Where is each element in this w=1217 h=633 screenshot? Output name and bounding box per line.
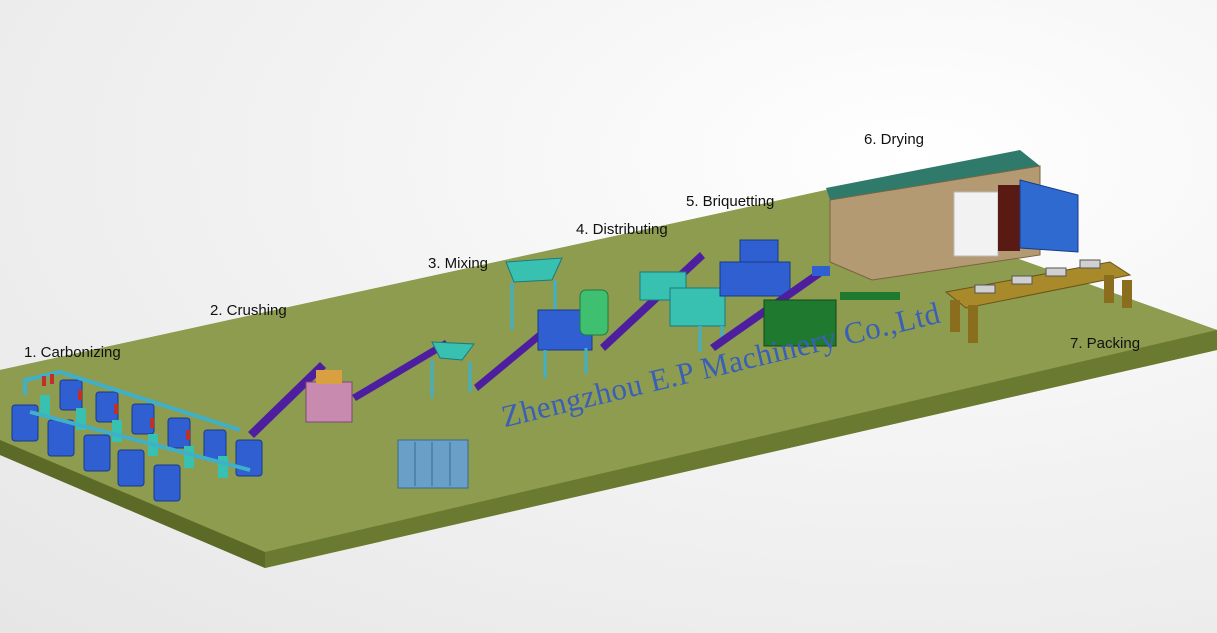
stage-label-briquetting: 5. Briquetting	[686, 193, 774, 210]
stage-label-packing: 7. Packing	[1070, 335, 1140, 352]
stage-label-mixing: 3. Mixing	[428, 255, 488, 272]
stage-label-distributing: 4. Distributing	[576, 221, 668, 238]
stage-label-crushing: 2. Crushing	[210, 302, 287, 319]
drying-room	[826, 150, 1078, 280]
stage-label-drying: 6. Drying	[864, 131, 924, 148]
stage-label-carbonizing: 1. Carbonizing	[24, 344, 121, 361]
control-cabinet	[398, 440, 468, 488]
